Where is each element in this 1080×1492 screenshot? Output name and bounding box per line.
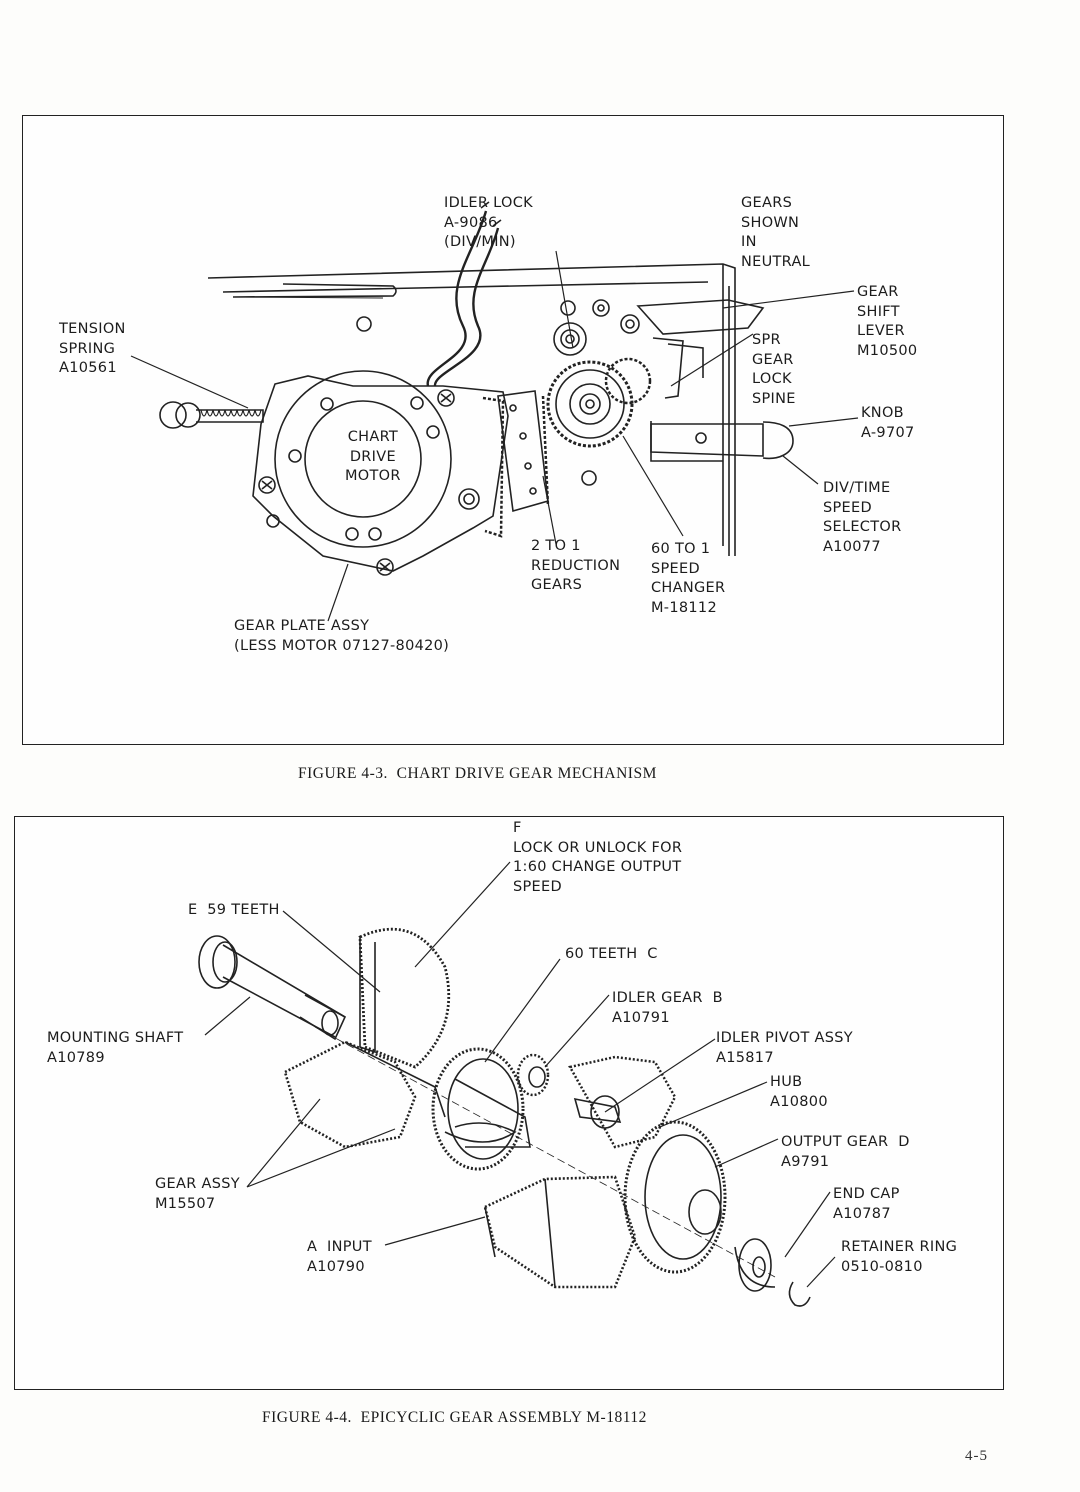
spr-gear-lock-label: SPR GEAR LOCK SPINE bbox=[752, 332, 796, 407]
input-a-label: A INPUT A10790 bbox=[307, 1239, 372, 1275]
lock-unlock-f-label: F LOCK OR UNLOCK FOR 1:60 CHANGE OUTPUT … bbox=[513, 820, 683, 895]
retainer-ring-label: RETAINER RING 0510-0810 bbox=[841, 1239, 958, 1275]
page-number: 4-5 bbox=[965, 1448, 988, 1464]
epicyclic-gear-drawing bbox=[198, 861, 836, 1307]
figure-4-4-panel: F LOCK OR UNLOCK FOR 1:60 CHANGE OUTPUT … bbox=[14, 816, 1004, 1390]
e-59-teeth-label: E 59 TEETH bbox=[188, 902, 280, 918]
reduction-gears-label: 2 TO 1 REDUCTION GEARS bbox=[531, 538, 621, 593]
mounting-shaft-label: MOUNTING SHAFT A10789 bbox=[47, 1030, 184, 1066]
end-cap-label: END CAP A10787 bbox=[833, 1186, 900, 1222]
figure-4-3-caption: FIGURE 4-3. CHART DRIVE GEAR MECHANISM bbox=[298, 765, 657, 782]
gear-plate-assy-label: GEAR PLATE ASSY (LESS MOTOR 07127-80420) bbox=[234, 618, 450, 654]
knob-label: KNOB A-9707 bbox=[861, 405, 915, 441]
figure-4-3-panel: CHART DRIVE MOTOR IDLER LOCK A-9086 (DIV… bbox=[22, 115, 1004, 745]
output-gear-d-label: OUTPUT GEAR D A9791 bbox=[781, 1134, 910, 1170]
idler-pivot-assy-label: IDLER PIVOT ASSY A15817 bbox=[716, 1030, 853, 1066]
div-time-selector-label: DIV/TIME SPEED SELECTOR A10077 bbox=[823, 480, 902, 555]
gear-assy-label: GEAR ASSY M15507 bbox=[155, 1176, 240, 1212]
tension-spring-label: TENSION SPRING A10561 bbox=[59, 321, 126, 376]
idler-gear-b-label: IDLER GEAR B A10791 bbox=[612, 990, 723, 1026]
speed-changer-label: 60 TO 1 SPEED CHANGER M-18112 bbox=[651, 541, 726, 616]
hub-label: HUB A10800 bbox=[770, 1074, 828, 1110]
gear-shift-lever-label: GEAR SHIFT LEVER M10500 bbox=[857, 284, 918, 359]
c-60-teeth-label: 60 TEETH C bbox=[565, 946, 658, 962]
chart-drive-gear-drawing bbox=[130, 201, 859, 622]
gears-shown-label: GEARS SHOWN IN NEUTRAL bbox=[741, 195, 811, 270]
figure-4-4-caption: FIGURE 4-4. EPICYCLIC GEAR ASSEMBLY M-18… bbox=[262, 1409, 647, 1426]
motor-label: CHART DRIVE MOTOR bbox=[345, 429, 401, 484]
idler-lock-label: IDLER LOCK A-9086 (DIV/MIN) bbox=[444, 195, 533, 250]
